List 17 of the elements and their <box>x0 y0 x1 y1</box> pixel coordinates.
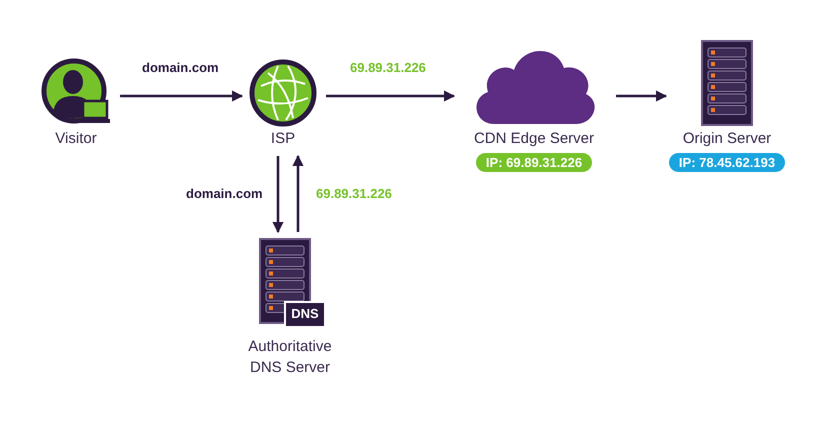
node-label: CDN Edge Server <box>472 129 596 149</box>
ip-badge: IP: 78.45.62.193 <box>668 153 786 172</box>
arrow <box>616 90 668 102</box>
arrow <box>292 154 304 232</box>
node-label: ISP <box>270 129 296 149</box>
arrow <box>272 156 284 234</box>
edge-label: 69.89.31.226 <box>348 60 428 75</box>
dns-tag-label: DNS <box>290 306 320 321</box>
ip-badge: IP: 69.89.31.226 <box>476 153 592 172</box>
node-label: Visitor <box>54 129 98 149</box>
edge-label: domain.com <box>140 60 221 75</box>
node-label: Origin Server <box>682 129 772 149</box>
edge-label: 69.89.31.226 <box>314 186 394 201</box>
arrow <box>326 90 456 102</box>
edge-label: domain.com <box>184 186 265 201</box>
arrow <box>120 90 244 102</box>
node-label: Authoritative DNS Server <box>247 337 333 378</box>
